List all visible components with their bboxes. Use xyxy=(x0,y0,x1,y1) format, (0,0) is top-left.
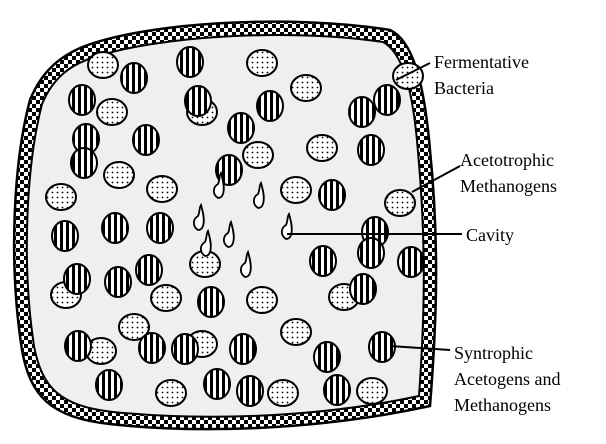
syntrophic-cell xyxy=(398,247,424,277)
syntrophic-cell xyxy=(133,125,159,155)
syntrophic-cell xyxy=(52,221,78,251)
acetotrophic-methanogen-cell xyxy=(307,135,337,161)
acetotrophic-methanogen-cell xyxy=(104,162,134,188)
acetotrophic-methanogen-cell xyxy=(247,287,277,313)
syntrophic-cell xyxy=(319,180,345,210)
acetotrophic-methanogen-cell xyxy=(281,177,311,203)
acetotrophic-methanogen-cell xyxy=(243,142,273,168)
acetotrophic-methanogen-cell xyxy=(393,63,423,89)
syntrophic-cell xyxy=(230,334,256,364)
syntrophic-cell xyxy=(136,255,162,285)
acetotrophic-methanogen-cell xyxy=(147,176,177,202)
syntrophic-cell xyxy=(204,369,230,399)
syntrophic-cell xyxy=(228,113,254,143)
label-acetotrophic-line2: Methanogens xyxy=(460,176,557,196)
syntrophic-cell xyxy=(350,274,376,304)
acetotrophic-methanogen-cell xyxy=(291,75,321,101)
acetotrophic-methanogen-cell xyxy=(268,380,298,406)
syntrophic-cell xyxy=(310,246,336,276)
label-cavity: Cavity xyxy=(466,225,514,245)
syntrophic-cell xyxy=(198,287,224,317)
syntrophic-cell xyxy=(96,370,122,400)
acetotrophic-methanogen-cell xyxy=(88,52,118,78)
syntrophic-cell xyxy=(65,331,91,361)
syntrophic-cell xyxy=(257,91,283,121)
acetotrophic-methanogen-cell xyxy=(97,99,127,125)
syntrophic-cell xyxy=(172,334,198,364)
label-syntrophic-line3: Methanogens xyxy=(454,395,551,415)
syntrophic-cell xyxy=(349,97,375,127)
syntrophic-cell xyxy=(237,376,263,406)
syntrophic-cell xyxy=(374,85,400,115)
syntrophic-cell xyxy=(358,135,384,165)
syntrophic-cell xyxy=(102,213,128,243)
acetotrophic-methanogen-cell xyxy=(156,380,186,406)
label-acetotrophic-line1: Acetotrophic xyxy=(460,150,554,170)
acetotrophic-methanogen-cell xyxy=(46,184,76,210)
acetotrophic-methanogen-cell xyxy=(357,378,387,404)
label-fermentative-line1: Fermentative xyxy=(434,52,529,72)
label-fermentative-line2: Bacteria xyxy=(434,78,494,98)
syntrophic-cell xyxy=(121,63,147,93)
acetotrophic-methanogen-cell xyxy=(281,319,311,345)
syntrophic-cell xyxy=(105,267,131,297)
label-syntrophic-line1: Syntrophic xyxy=(454,343,533,363)
syntrophic-cell xyxy=(64,264,90,294)
syntrophic-cell xyxy=(324,375,350,405)
syntrophic-cell xyxy=(358,238,384,268)
syntrophic-cell xyxy=(69,85,95,115)
syntrophic-cell xyxy=(139,333,165,363)
acetotrophic-methanogen-cell xyxy=(385,190,415,216)
acetotrophic-methanogen-cell xyxy=(247,50,277,76)
acetotrophic-methanogen-cell xyxy=(151,285,181,311)
syntrophic-cell xyxy=(185,86,211,116)
syntrophic-cell xyxy=(314,342,340,372)
label-syntrophic-line2: Acetogens and xyxy=(454,369,560,389)
syntrophic-cell xyxy=(71,148,97,178)
syntrophic-cell xyxy=(177,47,203,77)
syntrophic-cell xyxy=(147,213,173,243)
